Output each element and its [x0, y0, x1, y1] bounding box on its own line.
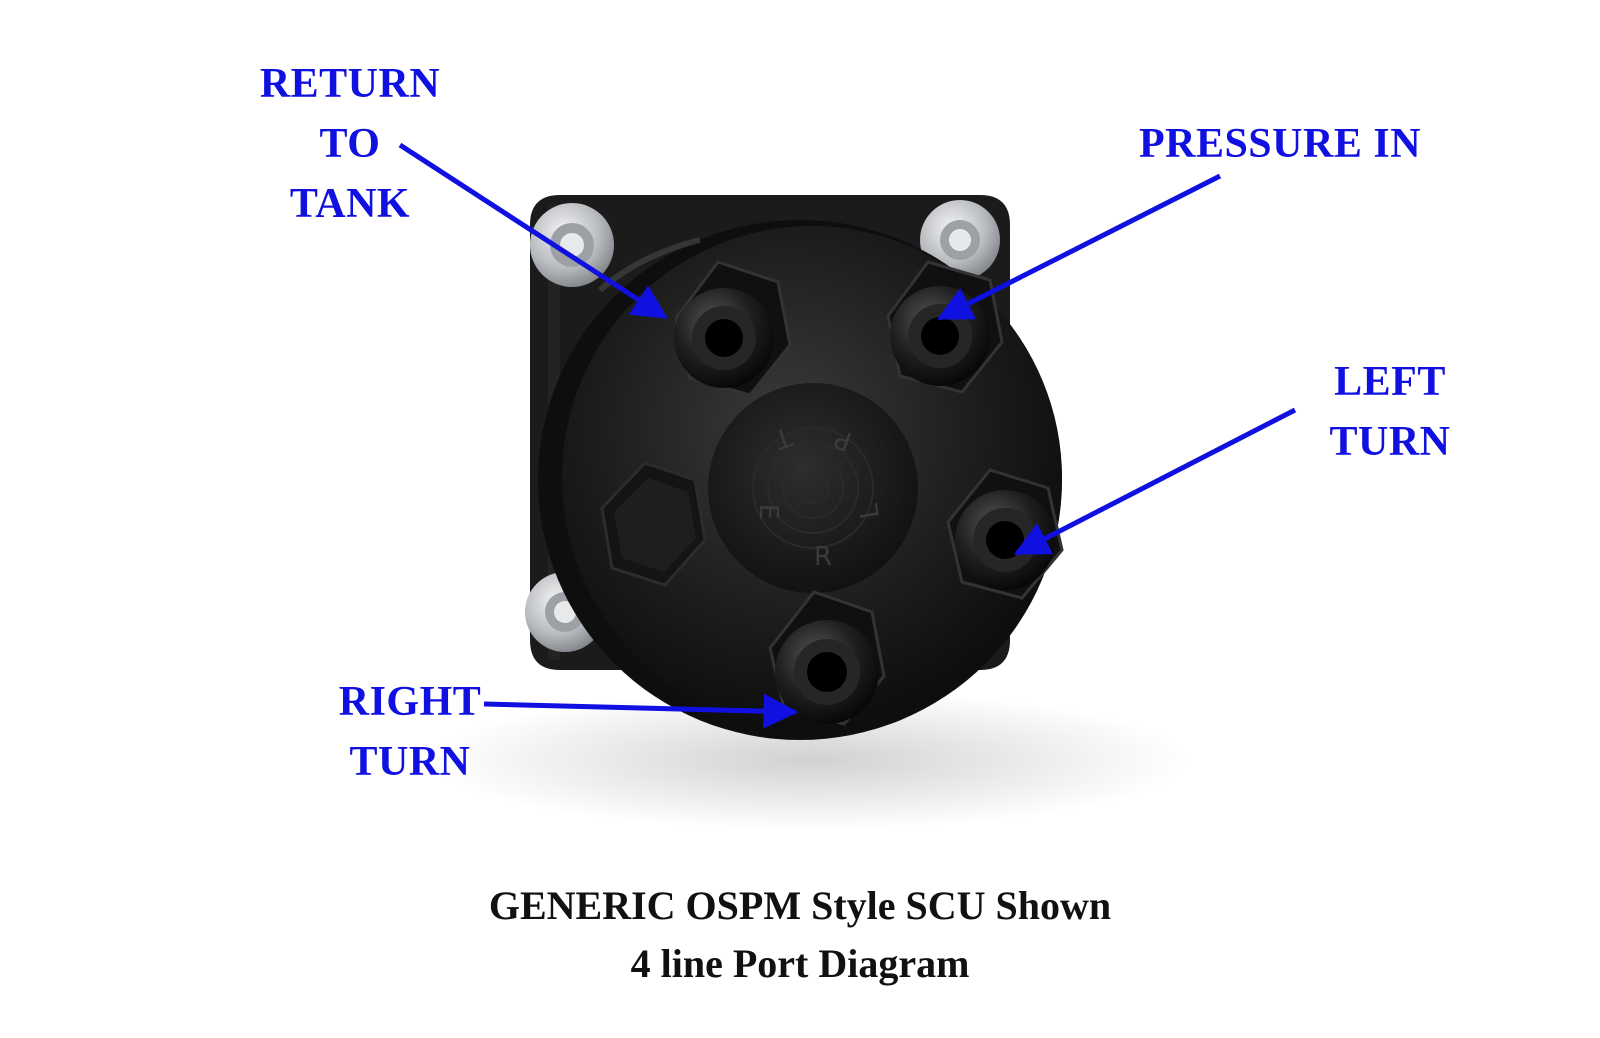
plugged-port [600, 461, 707, 587]
left-turn-arrow [1013, 407, 1297, 556]
part-shadow [430, 690, 1190, 830]
right-turn-port-fitting [768, 590, 886, 726]
label-line: TO [319, 121, 381, 167]
right-turn-arrow [483, 693, 799, 729]
body-letter-l: L [854, 501, 886, 521]
body-letter-e: E [753, 504, 783, 520]
label-line: RIGHT [338, 679, 482, 725]
label-line: TURN [349, 739, 471, 785]
mounting-bolt-top-left [530, 203, 614, 287]
pressure-arrow [936, 173, 1222, 321]
label-left-turn: LEFT TURN [1310, 352, 1470, 472]
return-port-fitting [674, 260, 792, 397]
label-line: PRESSURE IN [1138, 121, 1422, 167]
return-arrow [398, 142, 668, 320]
label-line: TURN [1329, 419, 1451, 465]
left-turn-port-fitting [946, 468, 1064, 600]
label-pressure-in: PRESSURE IN [1120, 114, 1440, 174]
label-right-turn: RIGHT TURN [300, 672, 520, 792]
label-line: LEFT [1334, 359, 1446, 405]
center-cap: T P L R E [708, 383, 918, 593]
label-line: RETURN [259, 61, 441, 107]
caption-line-1: GENERIC OSPM Style SCU Shown [488, 883, 1112, 928]
label-return-to-tank: RETURN TO TANK [230, 54, 470, 234]
body-letter-r: R [814, 542, 832, 572]
label-line: TANK [289, 181, 411, 227]
pressure-port-fitting [886, 260, 1004, 394]
caption-line-2: 4 line Port Diagram [630, 941, 970, 986]
mounting-bolt-top-right [920, 200, 1000, 280]
